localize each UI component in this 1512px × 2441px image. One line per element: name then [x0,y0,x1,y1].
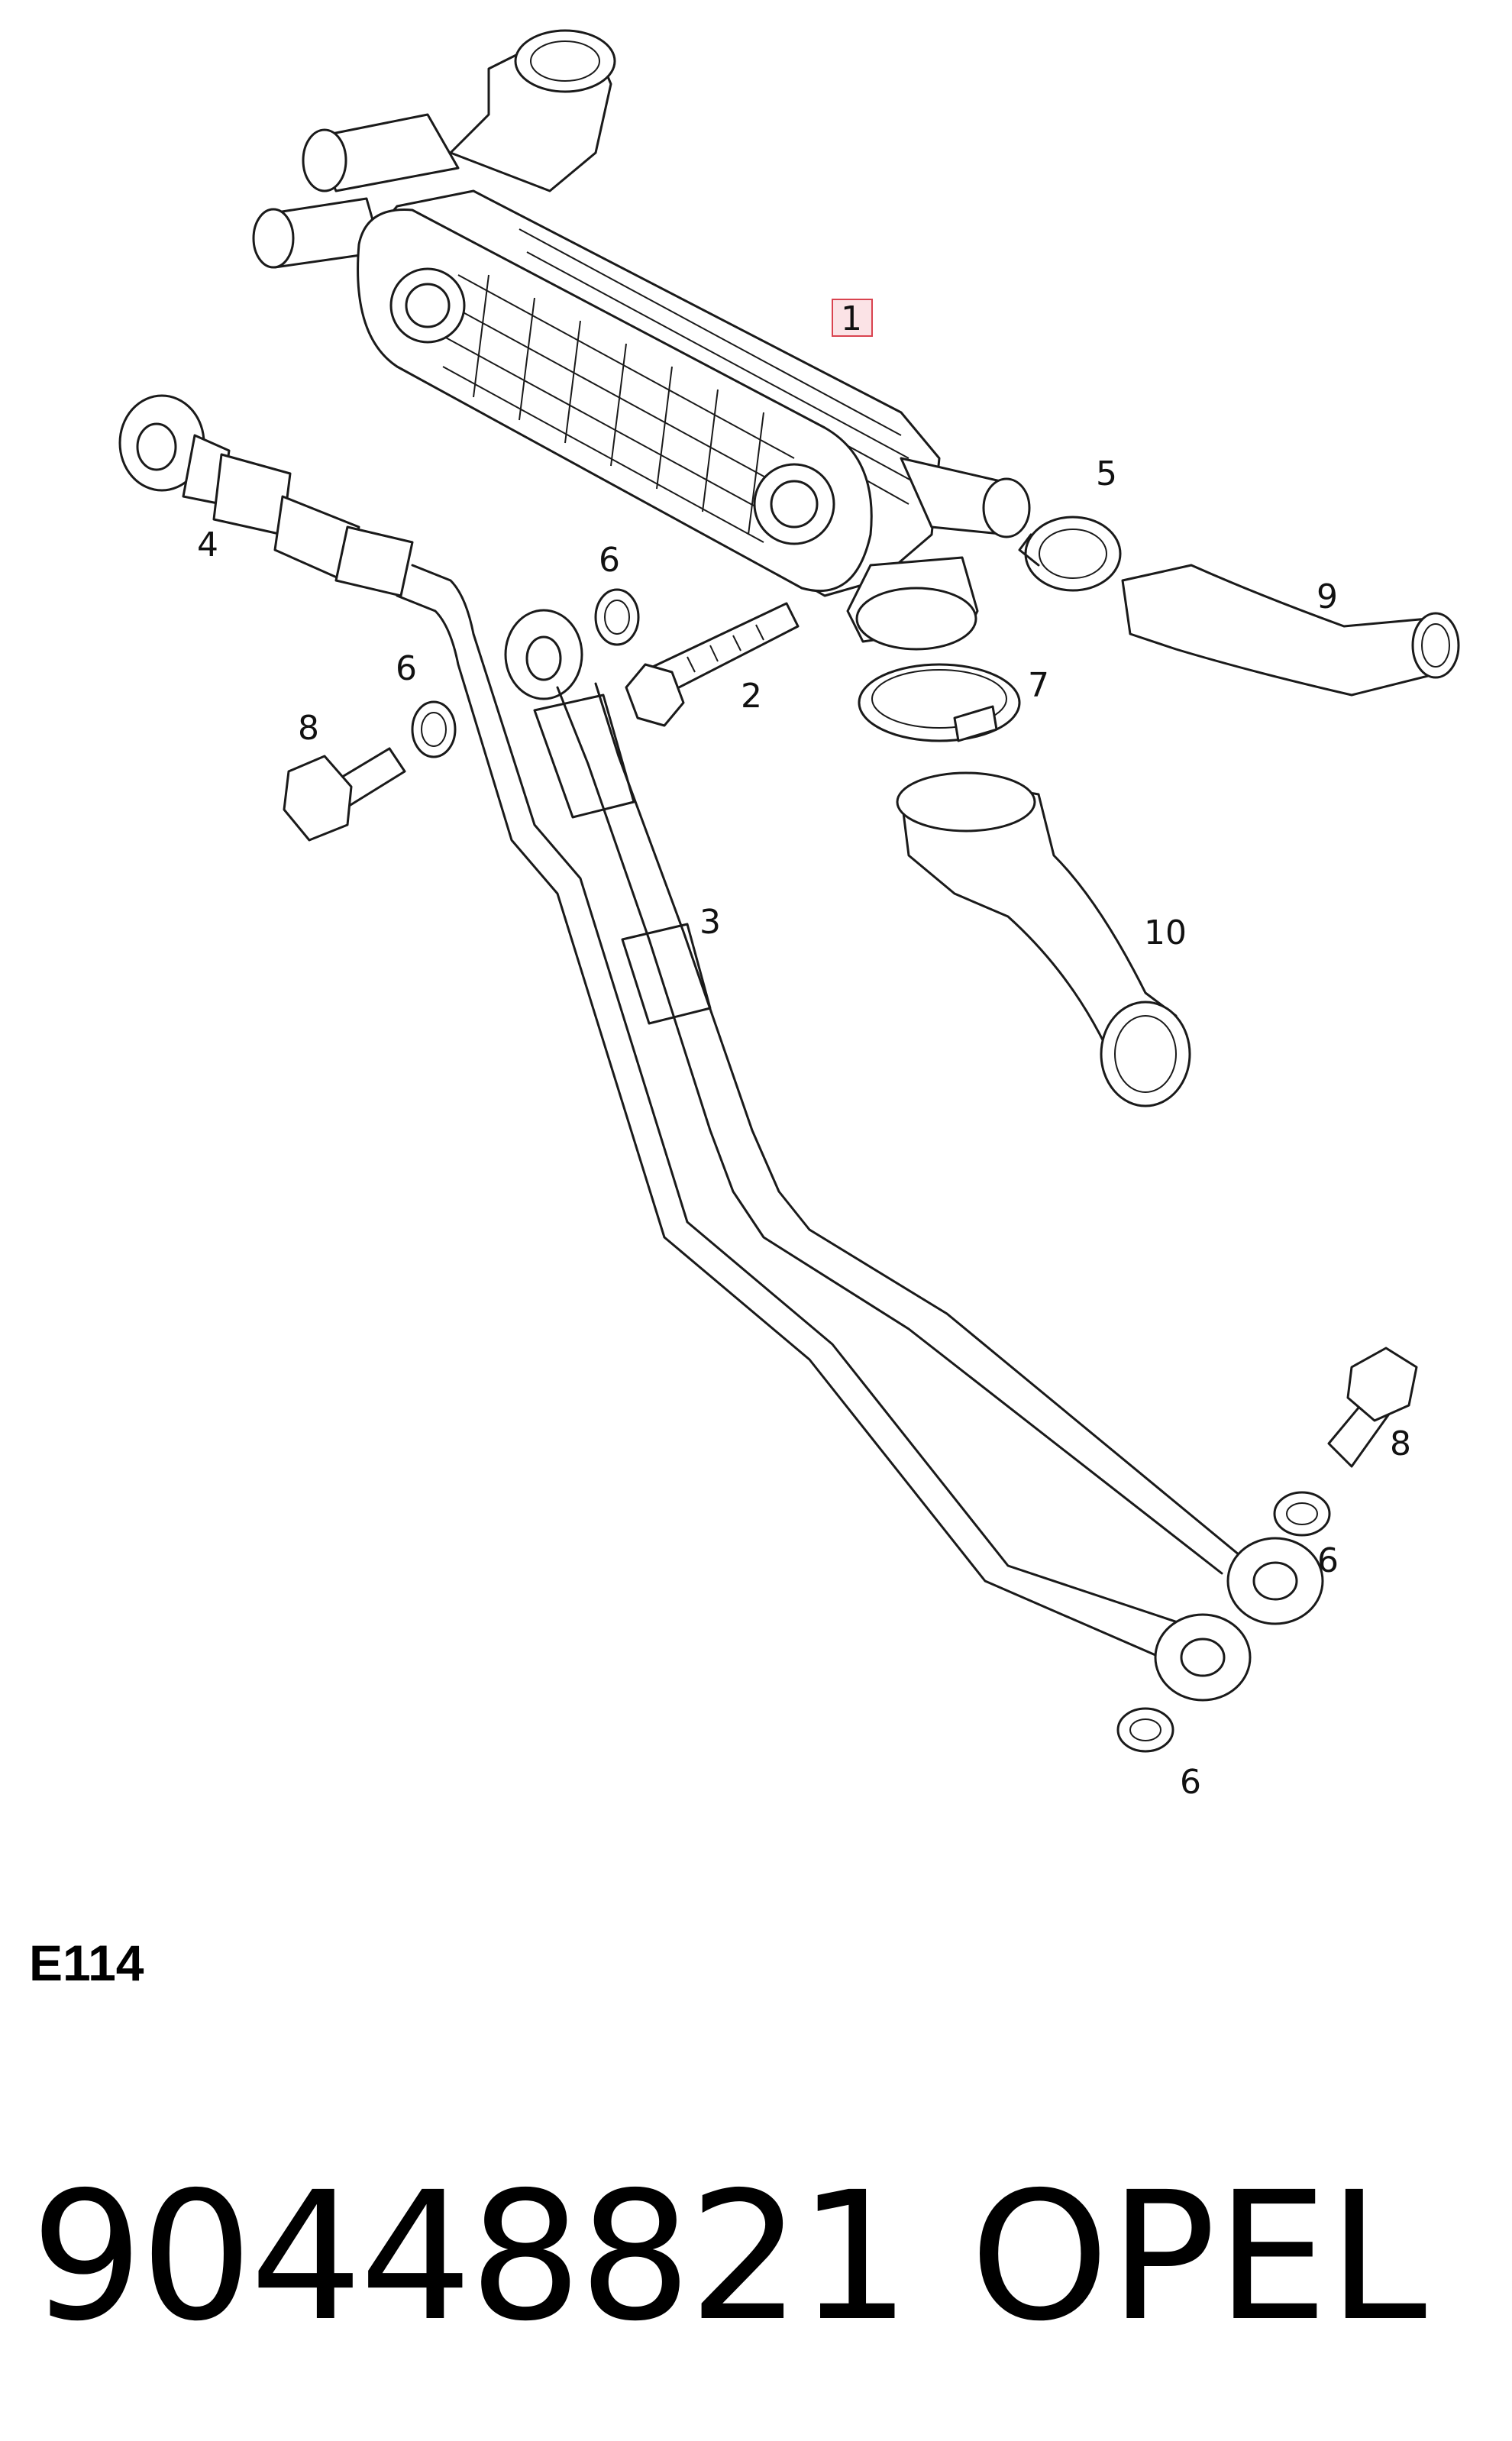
hose-clamp-part-7[interactable] [858,663,1021,742]
callout-8-a: 8 [298,709,319,748]
oil-pipe-part-3[interactable] [504,609,1254,1575]
callout-1: 1 [841,299,862,338]
callout-6-d: 6 [1180,1763,1201,1802]
washer-part-6-d[interactable] [1116,1707,1174,1753]
callout-1-highlight [832,299,873,337]
washer-part-6-a[interactable] [594,588,640,646]
brand-name: OPEL [970,2154,1427,2360]
callout-7: 7 [1028,666,1049,705]
oil-pipe-part-4[interactable] [118,394,1193,1659]
oil-cooler-part-1[interactable] [252,29,1031,651]
hose-part-9[interactable] [1121,564,1460,697]
part-number: 90448821 [31,2154,911,2360]
banjo-fittings-lower[interactable] [1154,1537,1324,1702]
washer-part-6-b[interactable] [411,700,457,758]
hose-clip-part-5[interactable] [1018,516,1122,592]
section-code: E114 [29,1935,144,1991]
banjo-bolt-part-8-b[interactable] [1327,1347,1418,1468]
callout-4: 4 [197,525,218,564]
exploded-parts-diagram: 1 4 3 2 6 [118,29,1460,1802]
callout-6-c: 6 [1317,1541,1339,1580]
callout-5: 5 [1096,454,1117,493]
banjo-bolt-part-8-a[interactable] [283,747,406,842]
callout-10: 10 [1144,913,1187,952]
callout-6-b: 6 [396,649,417,688]
callout-9: 9 [1317,577,1338,616]
callout-2: 2 [741,677,762,716]
hose-part-10[interactable] [896,771,1191,1107]
bolt-part-2[interactable] [625,602,800,727]
callout-3: 3 [699,903,721,942]
washer-part-6-c[interactable] [1273,1491,1331,1537]
callout-8-b: 8 [1390,1424,1411,1463]
callout-6-a: 6 [599,541,620,580]
